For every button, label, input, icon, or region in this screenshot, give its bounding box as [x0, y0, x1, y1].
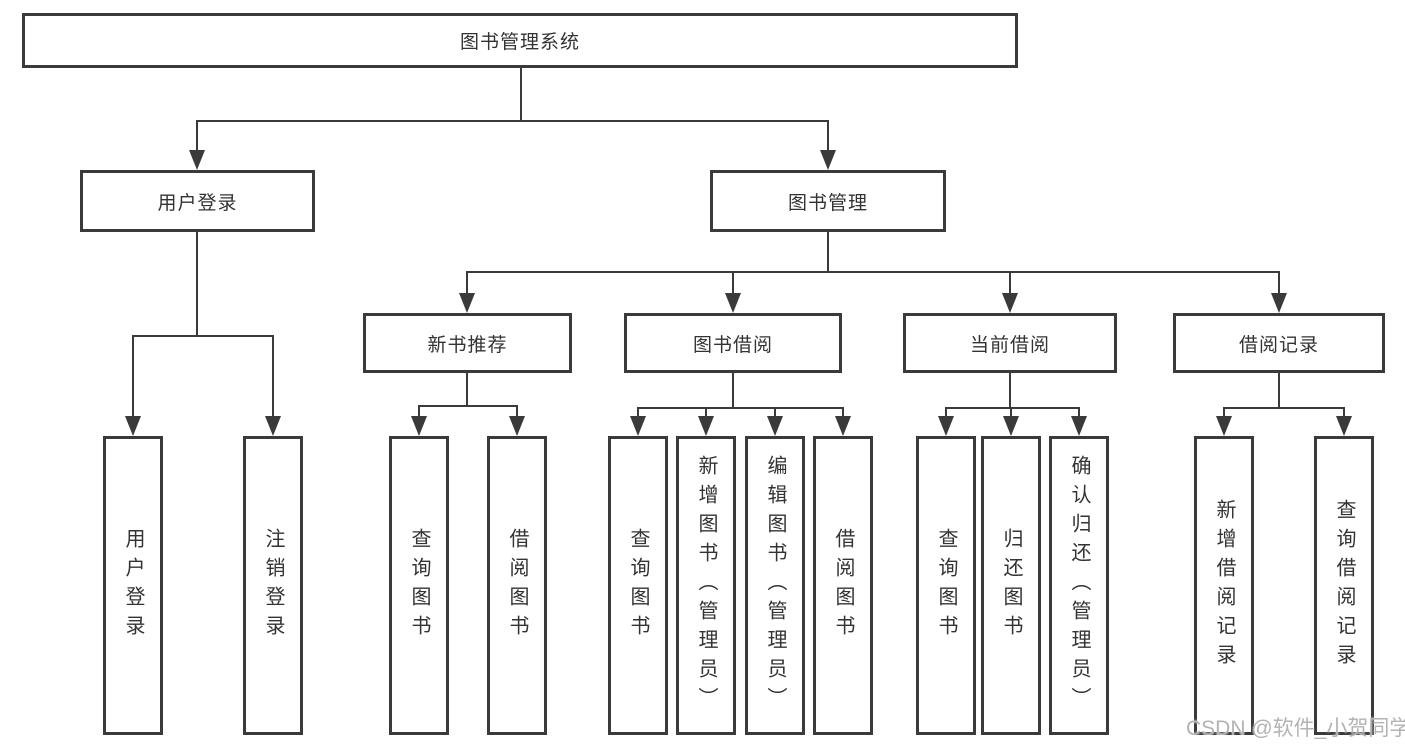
- connector-line: [945, 407, 1080, 409]
- leaf-logout: 注销登录: [243, 436, 303, 735]
- arrow-down-icon: [938, 416, 954, 436]
- arrow-down-icon: [1002, 293, 1018, 313]
- connector-line: [827, 120, 829, 154]
- connector-line: [705, 407, 707, 419]
- leaf-add-book-admin: 新增图书（管理员）: [676, 436, 736, 735]
- node-user-login: 用户登录: [80, 170, 315, 232]
- arrow-down-icon: [1003, 416, 1019, 436]
- connector-line: [1009, 271, 1011, 295]
- connector-line: [196, 120, 829, 122]
- connector-line: [1009, 373, 1011, 409]
- arrow-down-icon: [820, 150, 836, 170]
- arrow-down-icon: [265, 416, 281, 436]
- leaf-query-book-2: 查询图书: [608, 436, 668, 735]
- connector-line: [132, 335, 134, 418]
- leaf-query-borrow-record: 查询借阅记录: [1314, 436, 1374, 735]
- node-book-borrow: 图书借阅: [624, 313, 842, 373]
- arrow-down-icon: [189, 150, 205, 170]
- connector-line: [732, 271, 734, 295]
- node-root: 图书管理系统: [22, 13, 1018, 68]
- node-borrow-records-label: 借阅记录: [1238, 334, 1319, 356]
- connector-line: [272, 335, 274, 418]
- leaf-user-login-label: 用户登录: [122, 527, 144, 644]
- arrow-down-icon: [125, 416, 141, 436]
- connector-line: [466, 373, 468, 407]
- connector-line: [842, 407, 844, 419]
- leaf-add-book-admin-label: 新增图书（管理员）: [695, 455, 717, 716]
- node-current-borrow: 当前借阅: [903, 313, 1117, 373]
- arrow-down-icon: [1336, 416, 1352, 436]
- connector-line: [732, 373, 734, 409]
- connector-line: [945, 407, 947, 419]
- connector-line: [1223, 407, 1345, 409]
- connector-line: [466, 271, 1280, 273]
- connector-line: [418, 405, 420, 419]
- leaf-return-book: 归还图书: [981, 436, 1041, 735]
- connector-line: [1343, 407, 1345, 419]
- leaf-edit-book-admin: 编辑图书（管理员）: [745, 436, 805, 735]
- connector-line: [774, 407, 776, 419]
- leaf-add-borrow-record: 新增借阅记录: [1194, 436, 1254, 735]
- connector-line: [827, 232, 829, 273]
- connector-line: [1010, 407, 1012, 419]
- node-borrow-records: 借阅记录: [1173, 313, 1385, 373]
- connector-line: [1278, 271, 1280, 295]
- arrow-down-icon: [698, 416, 714, 436]
- arrow-down-icon: [459, 293, 475, 313]
- leaf-query-borrow-record-label: 查询借阅记录: [1333, 498, 1355, 673]
- leaf-borrow-book-2: 借阅图书: [813, 436, 873, 735]
- connector-line: [196, 232, 198, 337]
- connector-line: [196, 120, 198, 154]
- leaf-borrow-book-2-label: 借阅图书: [832, 527, 854, 644]
- node-new-book-recommend: 新书推荐: [363, 313, 572, 373]
- connector-line: [1278, 373, 1280, 409]
- leaf-user-login: 用户登录: [103, 436, 163, 735]
- leaf-query-book-2-label: 查询图书: [627, 527, 649, 644]
- arrow-down-icon: [630, 416, 646, 436]
- connector-line: [1078, 407, 1080, 419]
- arrow-down-icon: [411, 416, 427, 436]
- node-current-borrow-label: 当前借阅: [969, 334, 1050, 356]
- leaf-borrow-book-1: 借阅图书: [487, 436, 547, 735]
- leaf-return-book-label: 归还图书: [1000, 527, 1022, 644]
- arrow-down-icon: [835, 416, 851, 436]
- csdn-watermark: CSDN @软件_小贺同学: [1186, 717, 1405, 740]
- connector-line: [520, 68, 522, 121]
- connector-line: [466, 271, 468, 295]
- connector-line: [418, 405, 518, 407]
- leaf-query-book-1: 查询图书: [389, 436, 449, 735]
- connector-line: [637, 407, 639, 419]
- leaf-edit-book-admin-label: 编辑图书（管理员）: [764, 455, 786, 716]
- leaf-query-book-1-label: 查询图书: [408, 527, 430, 644]
- node-user-login-label: 用户登录: [157, 192, 238, 214]
- leaf-logout-label: 注销登录: [262, 527, 284, 644]
- connector-line: [637, 407, 844, 409]
- arrow-down-icon: [767, 416, 783, 436]
- node-book-management-label: 图书管理: [787, 192, 868, 214]
- connector-line: [516, 405, 518, 419]
- connector-line: [132, 335, 274, 337]
- connector-line: [1223, 407, 1225, 419]
- leaf-confirm-return-admin-label: 确认归还（管理员）: [1068, 455, 1090, 716]
- node-book-management: 图书管理: [710, 170, 946, 232]
- leaf-add-borrow-record-label: 新增借阅记录: [1213, 498, 1235, 673]
- leaf-confirm-return-admin: 确认归还（管理员）: [1049, 436, 1109, 735]
- node-root-label: 图书管理系统: [459, 32, 580, 53]
- arrow-down-icon: [509, 416, 525, 436]
- arrow-down-icon: [1271, 293, 1287, 313]
- node-book-borrow-label: 图书借阅: [692, 334, 773, 356]
- arrow-down-icon: [725, 293, 741, 313]
- leaf-query-book-3: 查询图书: [916, 436, 976, 735]
- node-new-book-recommend-label: 新书推荐: [427, 334, 508, 356]
- leaf-query-book-3-label: 查询图书: [935, 527, 957, 644]
- arrow-down-icon: [1216, 416, 1232, 436]
- arrow-down-icon: [1071, 416, 1087, 436]
- leaf-borrow-book-1-label: 借阅图书: [506, 527, 528, 644]
